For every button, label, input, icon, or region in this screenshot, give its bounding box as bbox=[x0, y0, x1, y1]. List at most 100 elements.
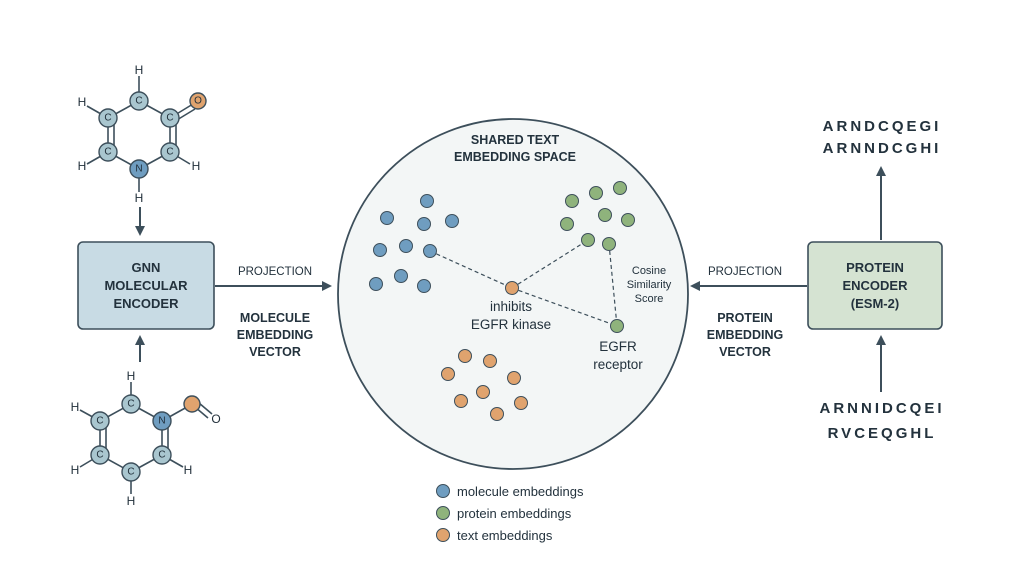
text-embedding-dot bbox=[490, 407, 504, 421]
protein-vector-line2: EMBEDDING bbox=[707, 328, 783, 342]
top-molecule: C C C N C C O H H H H H bbox=[78, 63, 207, 205]
legend-molecule-swatch bbox=[436, 484, 450, 498]
atom-label: C bbox=[127, 467, 134, 478]
protein-embedding-dot bbox=[602, 237, 616, 251]
carbon-atom bbox=[90, 411, 110, 431]
output-sequence-line2: ARNNDCGHI bbox=[823, 140, 942, 157]
molecule-embedding-dot bbox=[445, 214, 459, 228]
text-embedding-dot bbox=[505, 281, 519, 295]
cosine-similarity-line2: Similarity bbox=[627, 279, 672, 291]
carbon-atom bbox=[160, 108, 180, 128]
projection-right-label: PROJECTION bbox=[708, 266, 782, 278]
hydrogen-label: H bbox=[135, 63, 144, 77]
oxygen-label: O bbox=[211, 412, 220, 426]
carbon-atom bbox=[98, 108, 118, 128]
atom-label: C bbox=[104, 147, 111, 158]
atom-label: C bbox=[166, 147, 173, 158]
hydrogen-label: H bbox=[71, 463, 80, 477]
legend-protein-swatch bbox=[436, 506, 450, 520]
protein-embedding-dot bbox=[598, 208, 612, 222]
molecule-embedding-dot bbox=[394, 269, 408, 283]
text-embedding-dot bbox=[458, 349, 472, 363]
bottom-molecule: C N C C C C H H H H H O bbox=[71, 369, 221, 508]
protein-embedding-dot bbox=[581, 233, 595, 247]
query-text-line2: EGFR kinase bbox=[471, 317, 551, 332]
protein-embedding-dot bbox=[613, 181, 627, 195]
legend-text-label: text embeddings bbox=[457, 528, 553, 543]
protein-encoder-line1: PROTEIN bbox=[846, 260, 904, 275]
protein-encoder-box bbox=[807, 241, 943, 330]
protein-embedding-dot bbox=[621, 213, 635, 227]
molecule-vector-line3: VECTOR bbox=[249, 345, 301, 359]
input-sequence-line1: ARNNIDCQEI bbox=[819, 400, 944, 417]
similarity-link bbox=[511, 239, 589, 289]
atom-label: N bbox=[135, 164, 142, 175]
molecule-embedding-dot bbox=[380, 211, 394, 225]
text-embedding-dot bbox=[507, 371, 521, 385]
carbon-atom bbox=[129, 91, 149, 111]
hydrogen-label: H bbox=[192, 159, 201, 173]
similarity-link bbox=[511, 287, 618, 327]
text-embedding-dot bbox=[441, 367, 455, 381]
target-text-line2: receptor bbox=[593, 357, 643, 372]
gnn-encoder-line2: MOLECULAR bbox=[104, 278, 188, 293]
cosine-similarity-line1: Cosine bbox=[632, 265, 666, 277]
carbon-atom bbox=[98, 142, 118, 162]
protein-vector-line3: VECTOR bbox=[719, 345, 771, 359]
text-embedding-dot bbox=[454, 394, 468, 408]
protein-vector-line1: PROTEIN bbox=[717, 311, 773, 325]
molecule-vector-line1: MOLECULE bbox=[240, 311, 310, 325]
molecule-vector-line2: EMBEDDING bbox=[237, 328, 313, 342]
legend-protein-label: protein embeddings bbox=[457, 506, 572, 521]
molecule-embedding-dot bbox=[420, 194, 434, 208]
molecule-embedding-dot bbox=[369, 277, 383, 291]
hydrogen-label: H bbox=[127, 369, 136, 383]
similarity-link bbox=[429, 250, 513, 289]
query-text-line1: inhibits bbox=[490, 299, 532, 314]
molecule-embedding-dot bbox=[399, 239, 413, 253]
carbon-atom bbox=[160, 142, 180, 162]
atom-label: C bbox=[127, 399, 134, 410]
legend-molecule-label: molecule embeddings bbox=[457, 484, 584, 499]
molecule-embedding-dot bbox=[417, 217, 431, 231]
protein-encoder: PROTEIN ENCODER (ESM-2) bbox=[807, 241, 943, 330]
atom-label: C bbox=[104, 113, 111, 124]
embedding-space-title-line1: SHARED TEXT bbox=[471, 133, 560, 147]
atom-label: C bbox=[96, 450, 103, 461]
target-text-line1: EGFR bbox=[599, 339, 637, 354]
hydrogen-label: H bbox=[127, 494, 136, 508]
molecule-embedding-dot bbox=[373, 243, 387, 257]
protein-encoder-line3: (ESM-2) bbox=[851, 296, 899, 311]
protein-embedding-dot bbox=[560, 217, 574, 231]
hydrogen-label: H bbox=[184, 463, 193, 477]
legend-text-swatch bbox=[436, 528, 450, 542]
cosine-similarity-line3: Score bbox=[635, 293, 664, 305]
protein-embedding-dot bbox=[610, 319, 624, 333]
embedding-space-title-line2: EMBEDDING SPACE bbox=[454, 150, 576, 164]
atom-label: N bbox=[158, 416, 165, 427]
text-embedding-dot bbox=[476, 385, 490, 399]
oxygen-atom bbox=[183, 395, 201, 413]
molecule-embedding-dot bbox=[423, 244, 437, 258]
carbon-atom bbox=[152, 445, 172, 465]
atom-label: C bbox=[135, 96, 142, 107]
hydrogen-label: H bbox=[78, 95, 87, 109]
nitrogen-atom bbox=[129, 159, 149, 179]
gnn-molecular-encoder: GNN MOLECULAR ENCODER bbox=[77, 241, 215, 330]
carbon-atom bbox=[90, 445, 110, 465]
hydrogen-label: H bbox=[78, 159, 87, 173]
projection-left-label: PROJECTION bbox=[238, 266, 312, 278]
atom-label: C bbox=[158, 450, 165, 461]
legend: molecule embeddings protein embeddings t… bbox=[436, 484, 584, 543]
gnn-encoder-line3: ENCODER bbox=[113, 296, 179, 311]
text-embedding-dot bbox=[514, 396, 528, 410]
input-sequence-line2: RVCEQGHL bbox=[828, 425, 937, 442]
atom-label: C bbox=[166, 113, 173, 124]
shared-embedding-space: SHARED TEXT EMBEDDING SPACE bbox=[337, 118, 689, 470]
text-embedding-dot bbox=[483, 354, 497, 368]
nitrogen-atom bbox=[152, 411, 172, 431]
gnn-encoder-line1: GNN bbox=[132, 260, 161, 275]
hydrogen-label: H bbox=[135, 191, 144, 205]
molecule-embedding-dot bbox=[417, 279, 431, 293]
